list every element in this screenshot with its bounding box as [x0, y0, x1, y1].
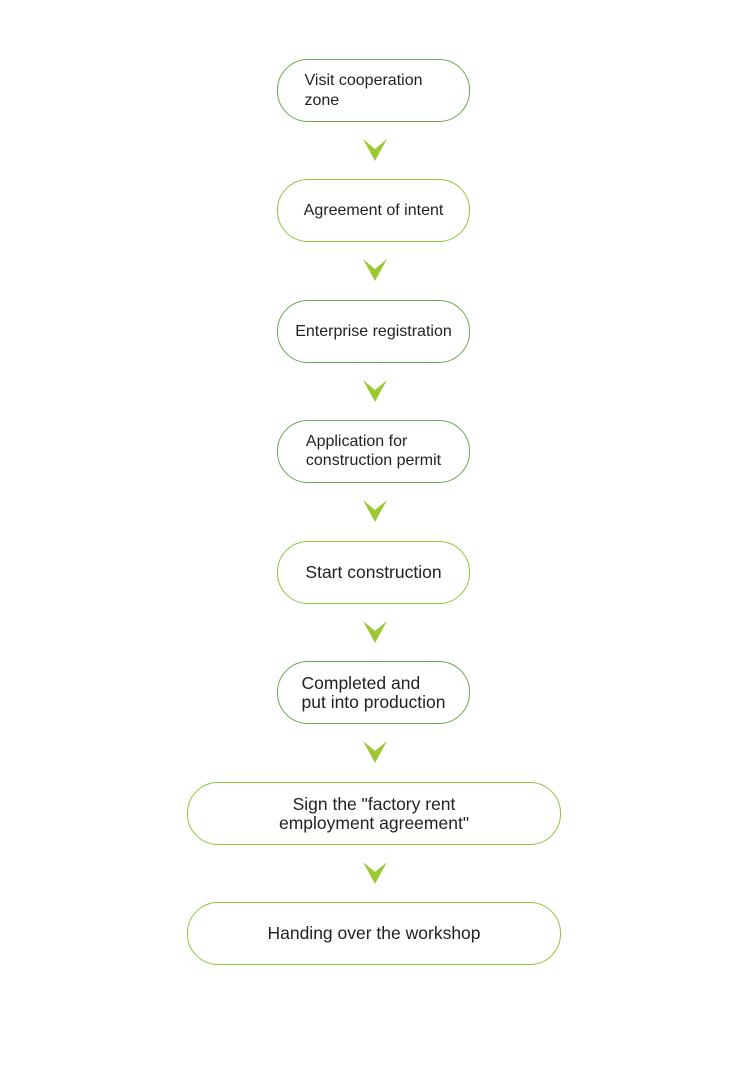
chevron-down-icon: [363, 259, 387, 281]
step-label: Enterprise registration: [295, 322, 452, 340]
step-handing-over-the-workshop: Handing over the workshop: [187, 902, 561, 965]
step-label: Sign the "factory rent employment agreem…: [278, 794, 470, 833]
step-label: Agreement of intent: [303, 201, 444, 219]
step-application-for-construction-permit: Application for construction permit: [277, 420, 470, 483]
chevron-down-icon: [363, 139, 387, 161]
step-label: Handing over the workshop: [267, 923, 481, 944]
step-completed-and-put-into-production: Completed and put into production: [277, 661, 470, 724]
chevron-down-icon: [363, 500, 387, 522]
chevron-down-icon: [363, 741, 387, 763]
step-label: Visit cooperation zone: [304, 71, 423, 109]
step-sign-factory-rent-agreement: Sign the "factory rent employment agreem…: [187, 782, 561, 845]
chevron-down-icon: [363, 862, 387, 884]
step-enterprise-registration: Enterprise registration: [277, 300, 470, 363]
chevron-down-icon: [363, 621, 387, 643]
step-label: Start construction: [305, 562, 442, 583]
step-visit-cooperation-zone: Visit cooperation zone: [277, 59, 470, 122]
step-label: Completed and put into production: [301, 673, 446, 712]
step-label: Application for construction permit: [305, 433, 442, 469]
step-agreement-of-intent: Agreement of intent: [277, 179, 470, 242]
chevron-down-icon: [363, 380, 387, 402]
step-start-construction: Start construction: [277, 541, 470, 604]
